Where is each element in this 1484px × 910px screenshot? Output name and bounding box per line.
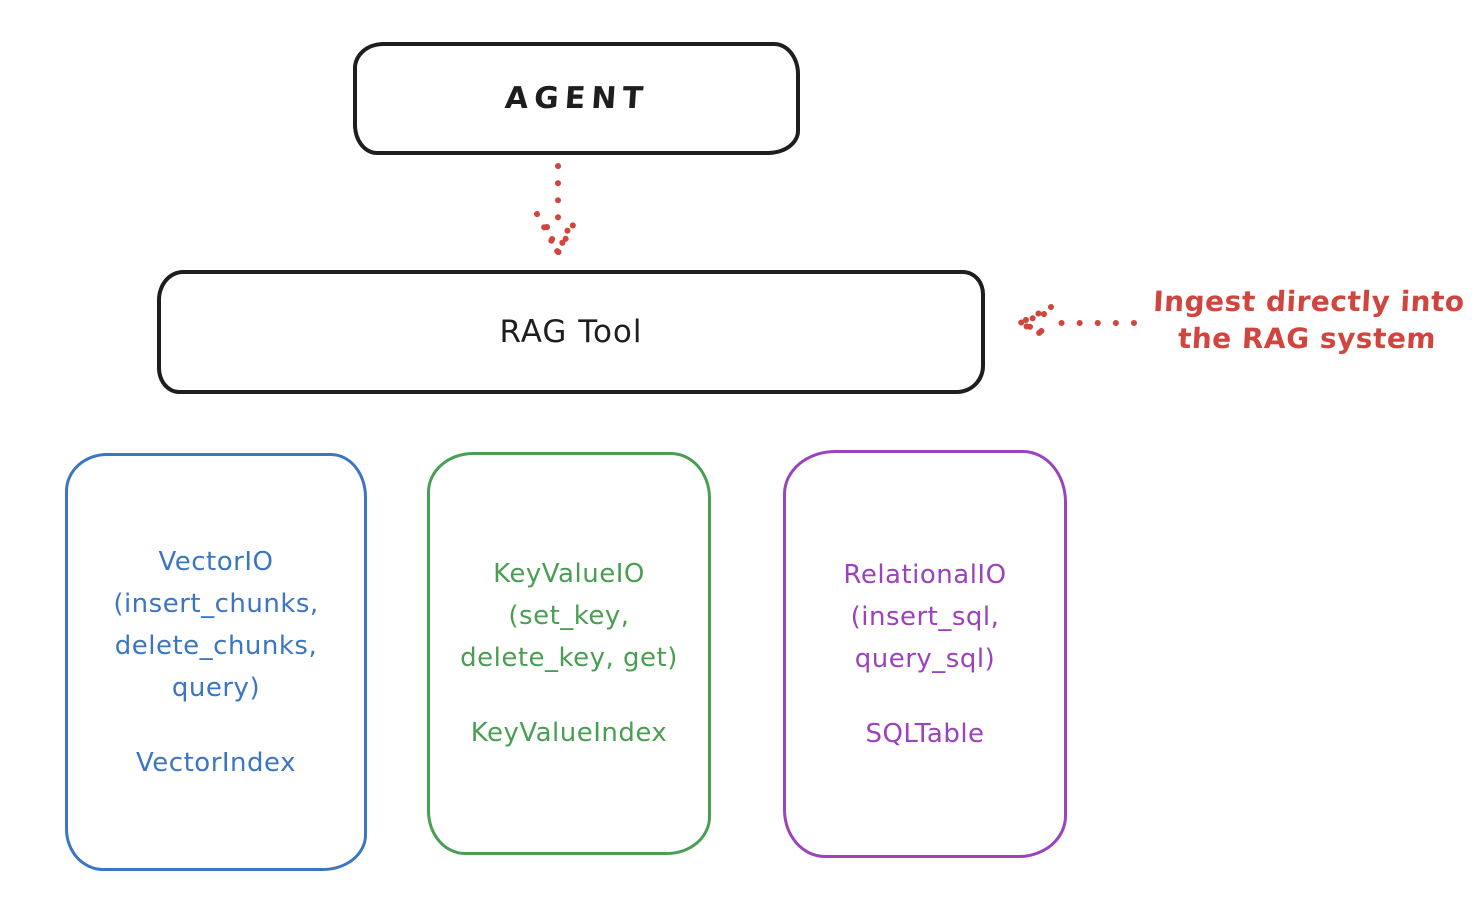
dotted-down-arrow-icon (534, 163, 582, 261)
relational-io-line: RelationalIO (843, 559, 1007, 590)
vector-io-line: query) (171, 672, 261, 703)
agent-to-rag-tool-arrow (528, 161, 588, 263)
vector-io-line: (insert_chunks, (113, 588, 319, 619)
keyvalue-io-box: KeyValueIO (set_key, delete_key, get) Ke… (427, 452, 711, 855)
agent-label: AGENT (503, 81, 650, 116)
vector-io-line: delete_chunks, (114, 630, 318, 661)
vector-io-box: VectorIO (insert_chunks, delete_chunks, … (65, 453, 367, 871)
rag-tool-label: RAG Tool (499, 314, 643, 350)
keyvalue-index-label: KeyValueIndex (470, 718, 668, 748)
sql-table-label: SQLTable (865, 718, 985, 749)
relational-io-box: RelationalIO (insert_sql, query_sql) SQL… (783, 450, 1067, 858)
rag-tool-box: RAG Tool (157, 270, 985, 394)
ingest-annotation: Ingest directly into the RAG system (1136, 283, 1480, 357)
relational-io-line: query_sql) (854, 643, 996, 674)
ingest-annotation-line2: the RAG system (1177, 322, 1437, 355)
agent-box: AGENT (353, 42, 800, 155)
relational-io-line: (insert_sql, (850, 601, 1000, 632)
keyvalue-io-line: KeyValueIO (493, 559, 645, 589)
keyvalue-io-line: (set_key, (508, 601, 630, 631)
annotation-to-rag-tool-arrow (1013, 301, 1139, 347)
dotted-left-arrow-icon (1013, 304, 1137, 342)
ingest-annotation-line1: Ingest directly into (1152, 285, 1466, 318)
keyvalue-io-line: delete_key, get) (460, 643, 678, 673)
vector-io-line: VectorIO (158, 546, 274, 577)
vector-index-label: VectorIndex (136, 747, 296, 778)
